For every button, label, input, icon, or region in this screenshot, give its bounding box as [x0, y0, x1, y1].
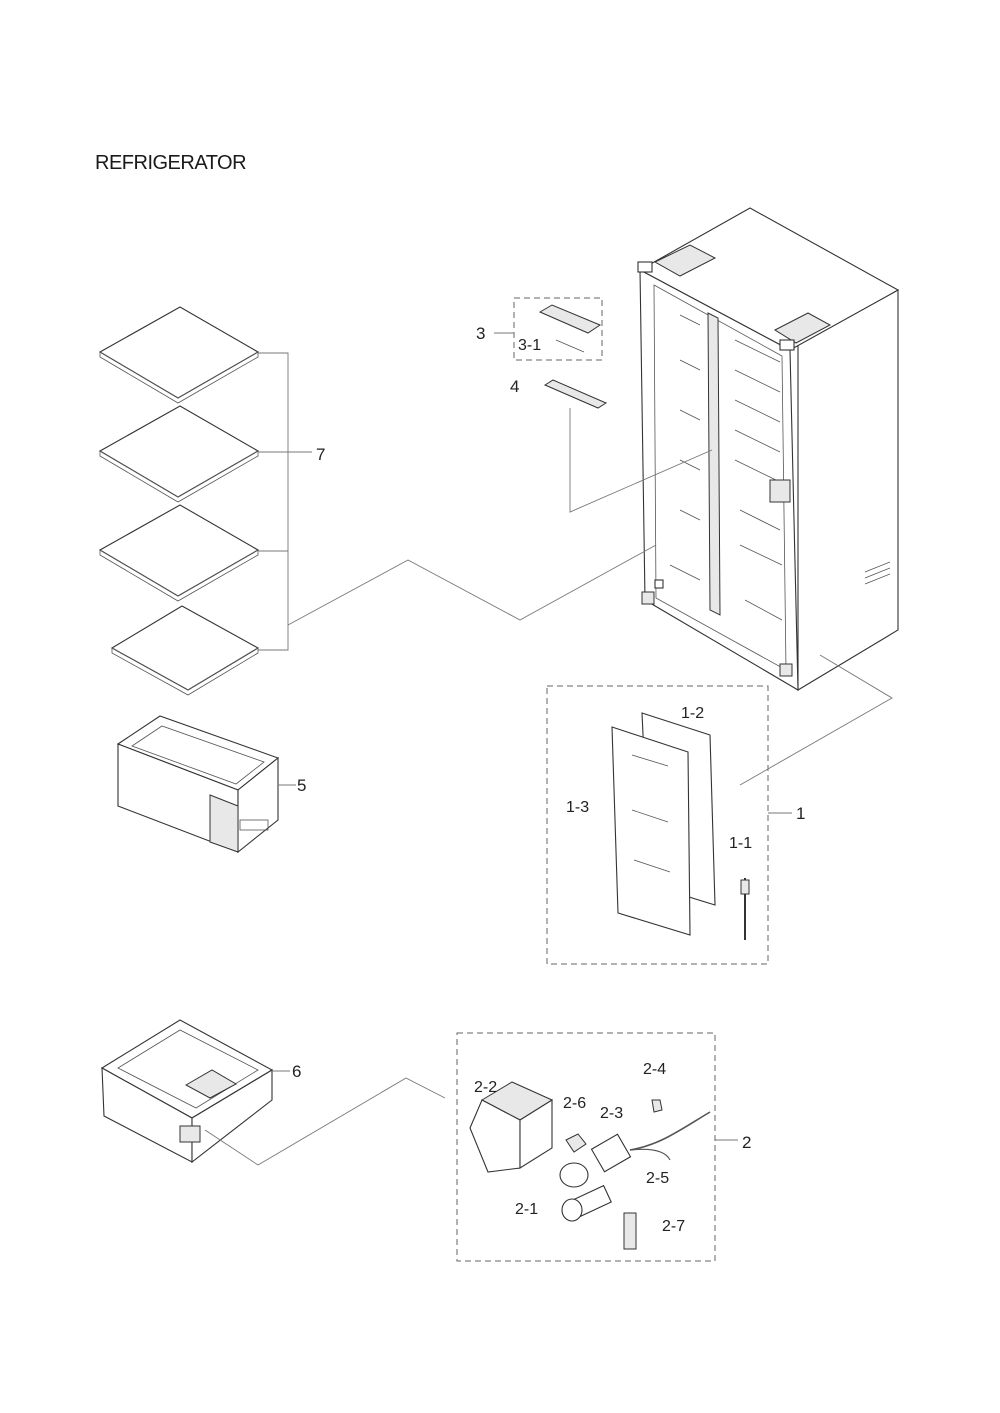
callout-2: 2 — [742, 1133, 751, 1152]
glass-shelf-2[interactable] — [98, 405, 260, 503]
callout-2-5: 2-5 — [646, 1170, 669, 1187]
callout-6: 6 — [292, 1062, 301, 1081]
callout-4-leader — [569, 408, 713, 513]
callout-2-4: 2-4 — [643, 1061, 666, 1078]
group-2-box — [456, 1032, 716, 1262]
part-5-drawer[interactable] — [116, 715, 280, 854]
part-3-1-cover[interactable] — [538, 304, 602, 353]
part-2-5-tube[interactable] — [629, 1111, 711, 1161]
callout-4: 4 — [510, 377, 519, 396]
callout-5: 5 — [297, 776, 306, 795]
callout-1-2: 1-2 — [681, 705, 704, 722]
refrigerator-cabinet[interactable] — [637, 207, 900, 691]
callout-3: 3 — [476, 324, 485, 343]
glass-shelf-3[interactable] — [98, 504, 260, 602]
callout-1-3: 1-3 — [566, 799, 589, 816]
part-2-6-clip[interactable] — [565, 1133, 587, 1153]
callout-2-1: 2-1 — [515, 1201, 538, 1218]
callout-7: 7 — [316, 445, 325, 464]
part-2-3-motor[interactable] — [559, 1133, 632, 1188]
part-2-7-board[interactable] — [623, 1212, 637, 1250]
callout-2-7: 2-7 — [662, 1218, 685, 1235]
callout-2-link-leader — [204, 1077, 446, 1166]
part-2-1-pump[interactable] — [561, 1184, 612, 1222]
callout-2-6: 2-6 — [563, 1095, 586, 1112]
page-title: REFRIGERATOR — [95, 152, 247, 174]
part-6-ice-bucket[interactable] — [100, 1019, 274, 1164]
group-3-box — [513, 297, 603, 361]
callout-3-1: 3-1 — [518, 337, 541, 354]
group-1-box — [546, 685, 769, 965]
callout-7-leader — [258, 352, 657, 651]
part-1-3-panel[interactable] — [611, 726, 691, 936]
part-2-2-ice-maker[interactable] — [469, 1081, 554, 1173]
part-2-4-screw[interactable] — [651, 1099, 663, 1113]
part-4-strip[interactable] — [543, 379, 608, 409]
glass-shelf-1[interactable] — [98, 306, 260, 404]
glass-shelf-4[interactable] — [110, 605, 260, 696]
callout-1-1: 1-1 — [729, 835, 752, 852]
part-1-1-wire[interactable] — [740, 878, 750, 940]
callout-1: 1 — [796, 804, 805, 823]
callout-2-2: 2-2 — [474, 1079, 497, 1096]
callout-1-link-leader — [739, 654, 893, 786]
callout-2-3: 2-3 — [600, 1105, 623, 1122]
